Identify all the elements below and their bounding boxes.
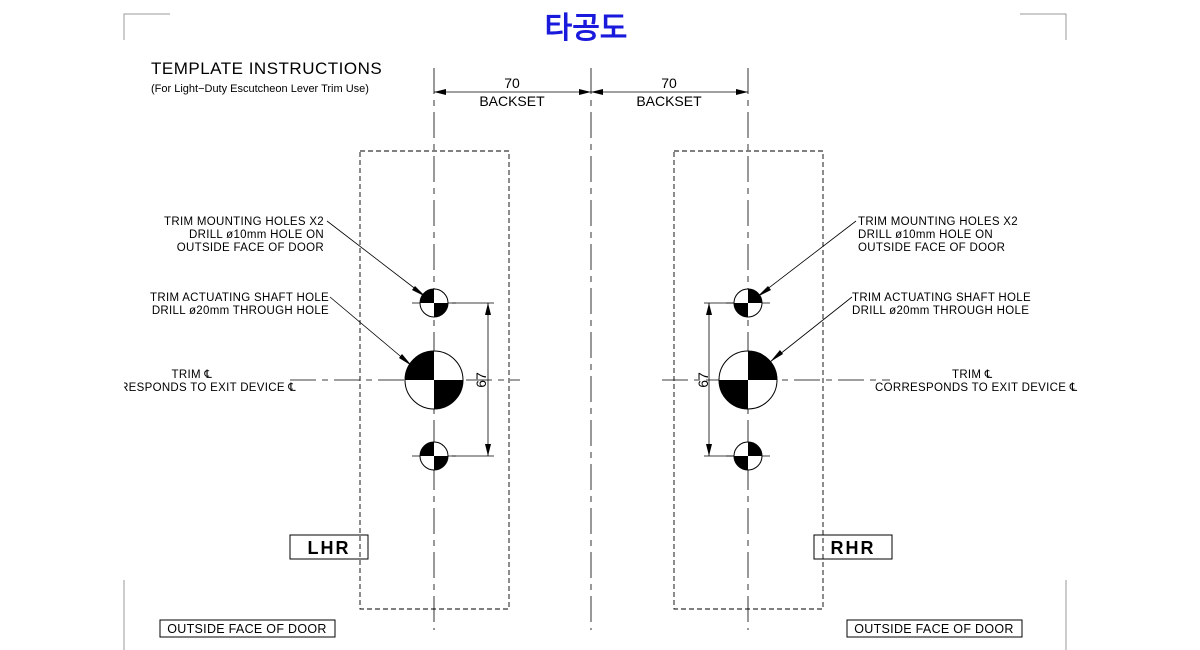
left-spacing-value: 67 [473, 372, 489, 388]
right-top-mounting-hole [733, 288, 763, 318]
left-spacing-dimension [452, 302, 494, 457]
right-spacing-value: 67 [695, 372, 711, 388]
right-spacing-dimension [704, 302, 734, 457]
right-shaft-note-1: TRIM ACTUATING SHAFT HOLE [852, 292, 1031, 304]
left-bottom-mounting-hole [419, 441, 449, 471]
left-shaft-note-1: TRIM ACTUATING SHAFT HOLE [150, 292, 329, 304]
left-mounting-note-3: OUTSIDE FACE OF DOOR [177, 242, 324, 254]
right-mounting-note-2: DRILL ø10mm HOLE ON [858, 229, 993, 241]
right-trim-note-2: CORRESPONDS TO EXIT DEVICE ℄ [875, 382, 1078, 394]
page-title: 타공도 [545, 11, 628, 46]
right-hand-label: RHR [831, 538, 876, 558]
left-top-mounting-hole [419, 288, 449, 318]
right-shaft-note-2: DRILL ø20mm THROUGH HOLE [852, 305, 1029, 317]
left-shaft-hole [404, 350, 464, 410]
sheet-frame [123, 13, 1067, 650]
right-backset-label: BACKSET [636, 93, 702, 109]
left-panel: 67 TRIM MOUNTING HOLES X2 DRILL ø10mm HO… [94, 150, 520, 638]
right-panel: 67 TRIM MOUNTING HOLES X2 DRILL ø10mm HO… [662, 150, 1078, 638]
template-heading: TEMPLATE INSTRUCTIONS [151, 59, 382, 78]
left-shaft-note-2: DRILL ø20mm THROUGH HOLE [152, 305, 329, 317]
template-subheading: (For Light−Duty Escutcheon Lever Trim Us… [151, 83, 369, 95]
right-backset-value: 70 [661, 75, 677, 91]
right-shaft-hole [718, 350, 778, 410]
left-hand-label: LHR [308, 538, 351, 558]
left-trim-note-2: CORRESPONDS TO EXIT DEVICE ℄ [94, 382, 297, 394]
left-backset-label: BACKSET [479, 93, 545, 109]
right-mounting-note-1: TRIM MOUNTING HOLES X2 [858, 216, 1018, 228]
right-trim-note-1: TRIM ℄ [952, 369, 993, 381]
left-face-label: OUTSIDE FACE OF DOOR [167, 622, 327, 636]
left-mounting-note-2: DRILL ø10mm HOLE ON [189, 229, 324, 241]
left-mounting-note-1: TRIM MOUNTING HOLES X2 [164, 216, 324, 228]
right-mounting-note-3: OUTSIDE FACE OF DOOR [858, 242, 1005, 254]
backset-dimensions [434, 89, 748, 95]
left-trim-note-1: TRIM ℄ [172, 369, 213, 381]
right-face-label: OUTSIDE FACE OF DOOR [854, 622, 1014, 636]
left-backset-value: 70 [504, 75, 520, 91]
right-bottom-mounting-hole [733, 441, 763, 471]
